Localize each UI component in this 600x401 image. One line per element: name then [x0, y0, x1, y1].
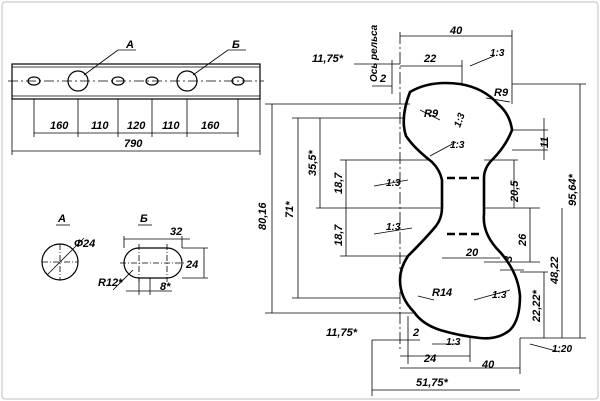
dim-8016: 80,16 — [257, 202, 269, 230]
hole-b-title: Б — [140, 213, 148, 225]
dim-160-left: 160 — [50, 120, 69, 132]
dim-4822: 48,22 — [549, 256, 561, 285]
dim-110-right: 110 — [162, 120, 180, 132]
r14: R14 — [432, 287, 452, 299]
dim-355: 35,5* — [307, 150, 319, 176]
slope-r9-left: 1:3 — [452, 111, 467, 129]
dim-web-3: 3 — [503, 256, 515, 262]
rail-elevation: А Б 160 110 120 110 160 790 — [8, 39, 264, 155]
dim-187-b: 18,7 — [333, 224, 345, 246]
dim-bottom-40: 40 — [481, 359, 495, 371]
hole-a-title: А — [57, 213, 66, 225]
dim-160-right: 160 — [201, 120, 220, 132]
hole-a-diameter: Φ24 — [74, 238, 95, 250]
dim-web-26: 26 — [517, 233, 529, 247]
dim-top-40: 40 — [449, 25, 463, 37]
dim-120: 120 — [127, 120, 146, 132]
dim-web-20: 20 — [465, 247, 479, 259]
dim-bottom-1175: 11,75* — [326, 327, 358, 339]
dim-71: 71* — [284, 201, 296, 218]
dim-web-205: 20,5 — [509, 180, 521, 203]
slope-bottom: 1:3 — [446, 337, 461, 348]
r9-left: R9 — [424, 108, 439, 120]
slope-top: 1:3 — [490, 48, 505, 59]
slope-base: 1:3 — [492, 290, 507, 301]
r9-right: R9 — [494, 87, 509, 99]
hole-b-detail: Б 32 24 R12* 8* — [98, 213, 208, 295]
hole-b-length: 32 — [170, 226, 182, 238]
dim-11: 11 — [539, 137, 551, 148]
dim-left-2: 2 — [379, 73, 386, 85]
dim-bottom-5175: 51,75* — [416, 377, 449, 389]
rail-axis-label: Ось рельса — [369, 24, 380, 82]
slot-hole — [145, 76, 159, 86]
rail-cross-section: Ось рельса 40 22 1:3 11,75* 2 R9 1:3 R9 … — [257, 24, 586, 396]
slot-hole — [27, 76, 41, 86]
slot-hole — [231, 76, 245, 86]
dim-bottom-24: 24 — [423, 353, 436, 365]
slope-1-20: 1:20 — [552, 344, 572, 355]
dim-790: 790 — [124, 138, 143, 150]
dim-187-a: 18,7 — [333, 172, 345, 194]
dim-bottom-2: 2 — [412, 327, 419, 339]
slope-mid: 1:3 — [450, 140, 465, 151]
rail-profile — [398, 81, 522, 340]
hole-a-detail: А Φ24 — [41, 213, 95, 281]
callout-a: А — [125, 39, 134, 51]
dim-110-left: 110 — [91, 120, 109, 132]
slope-web-lower: 1:3 — [386, 222, 401, 233]
slot-hole — [111, 76, 125, 86]
rail-body — [11, 63, 261, 100]
callout-b: Б — [232, 39, 240, 51]
slope-web-upper: 1:3 — [386, 178, 401, 189]
dim-9564: 95,64* — [567, 173, 579, 206]
hole-b-radius: R12* — [98, 277, 123, 289]
round-hole — [176, 70, 198, 92]
dim-top-22: 22 — [423, 53, 436, 65]
hole-b-height: 24 — [185, 259, 198, 271]
hole-b-offset: 8* — [160, 281, 171, 293]
dim-2222: 22,22* — [531, 289, 543, 323]
dim-left-1175: 11,75* — [312, 53, 344, 65]
round-hole — [67, 70, 89, 92]
